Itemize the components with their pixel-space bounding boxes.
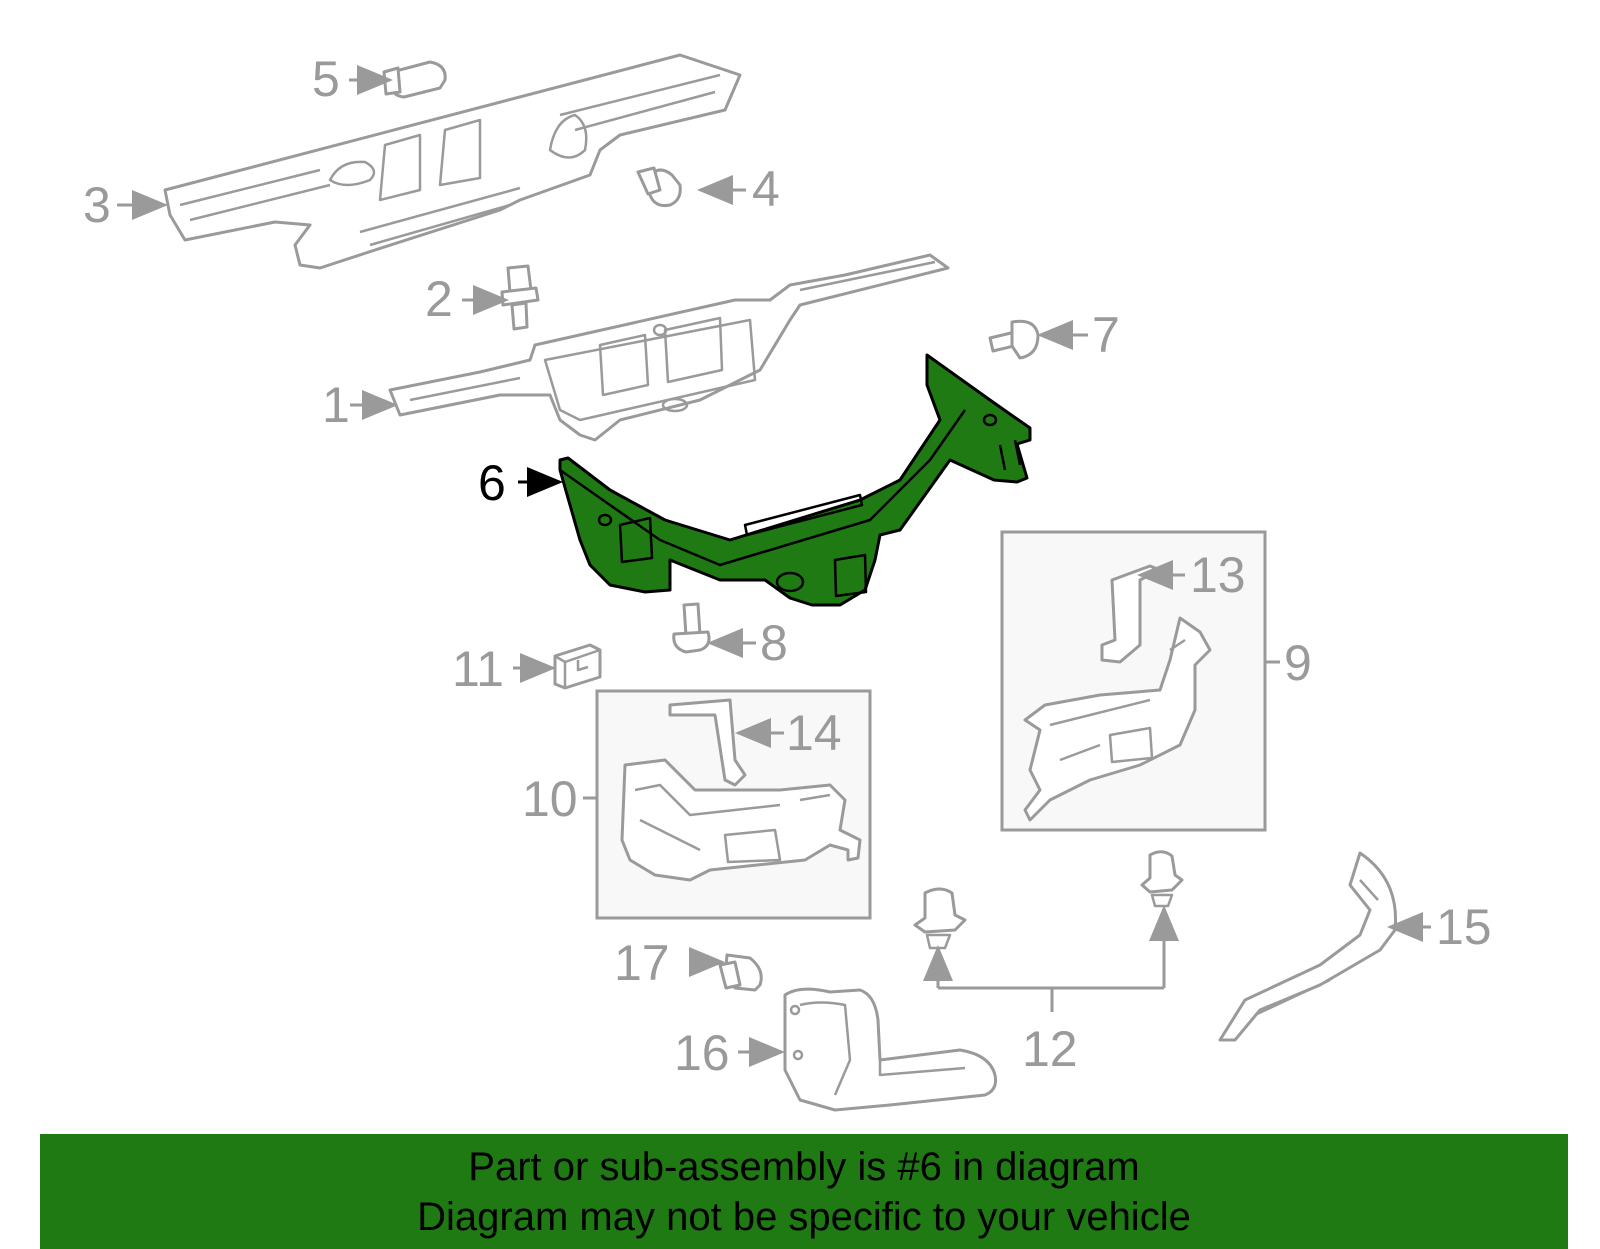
callout-14: 14 xyxy=(786,705,842,761)
part-8-bolt xyxy=(672,602,711,654)
part-4-clip xyxy=(636,166,682,207)
part-17-clip xyxy=(718,953,763,992)
banner-line-part: Part or sub-assembly is #6 in diagram xyxy=(468,1144,1140,1189)
part-12-clips xyxy=(913,850,1184,950)
banner-line-disclaimer: Diagram may not be specific to your vehi… xyxy=(417,1194,1191,1239)
part-3-step-bumper xyxy=(163,53,742,270)
callout-4: 4 xyxy=(752,161,780,217)
callout-labels: 5 4 3 2 7 1 6 13 8 9 11 14 10 15 17 12 1… xyxy=(83,51,1492,1081)
part-15-side-piece xyxy=(1218,851,1398,1042)
part-2-bolt xyxy=(500,264,540,331)
callout-15: 15 xyxy=(1436,899,1492,955)
part-1-bumper-frame xyxy=(388,253,950,442)
callout-7: 7 xyxy=(1092,307,1120,363)
part-10-group-box xyxy=(595,689,872,920)
callout-1: 1 xyxy=(322,377,350,433)
info-banner: Part or sub-assembly is #6 in diagram Di… xyxy=(40,1134,1568,1249)
callout-16: 16 xyxy=(674,1025,730,1081)
callout-6: 6 xyxy=(478,455,506,511)
part-9-group-box xyxy=(1000,530,1267,832)
callout-9: 9 xyxy=(1284,635,1312,691)
part-11-block xyxy=(553,643,602,690)
callout-8: 8 xyxy=(760,615,788,671)
callout-11: 11 xyxy=(452,641,504,697)
callout-12: 12 xyxy=(1022,1021,1078,1077)
callout-2: 2 xyxy=(425,271,453,327)
callout-5: 5 xyxy=(312,51,340,107)
callout-3: 3 xyxy=(83,177,111,233)
callout-13: 13 xyxy=(1190,547,1246,603)
callout-17: 17 xyxy=(614,935,670,991)
part-16-lower-piece xyxy=(783,987,997,1112)
part-6-trailer-hitch xyxy=(558,353,1032,607)
part-7-bolt xyxy=(988,319,1040,360)
callout-10: 10 xyxy=(522,771,578,827)
leader-lines xyxy=(117,65,1431,1067)
part-5-cap xyxy=(382,60,447,99)
